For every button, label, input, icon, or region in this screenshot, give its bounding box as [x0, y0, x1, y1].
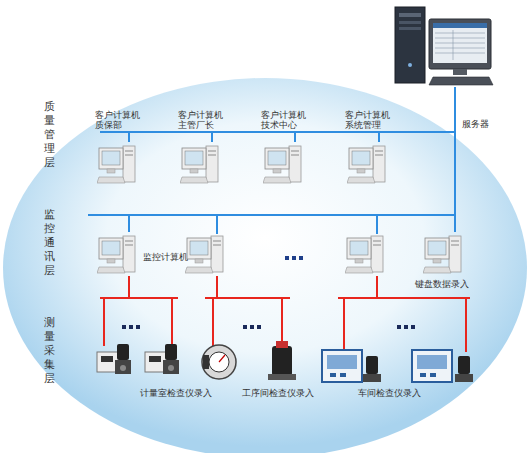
client-computer: 客户计算机 技术中心 — [263, 142, 303, 186]
node-label: 工序间检查仪录入 — [242, 388, 314, 398]
data-entry-computer: 键盘数据录入 — [423, 232, 463, 276]
client-computer: 客户计算机 质保部 — [97, 142, 137, 186]
instrument-group: 车间检查仪录入 — [320, 298, 485, 400]
server-computer: 服务器 — [393, 5, 495, 87]
layer-label: 监控通讯层 — [44, 208, 56, 278]
bus-connector — [295, 87, 455, 142]
client-computer-icon — [347, 142, 387, 186]
bus-connector — [379, 87, 455, 142]
node-label: 监控计算机 — [143, 252, 188, 262]
client-computer-icon — [180, 142, 220, 186]
client-computer: 客户计算机 主管厂长 — [180, 142, 220, 186]
node-label: 键盘数据录入 — [415, 279, 469, 289]
node-label: 客户计算机 主管厂长 — [178, 110, 238, 130]
bus-connector — [128, 276, 130, 298]
client-computer-icon — [263, 142, 303, 186]
server-computer-icon — [393, 5, 495, 87]
client-computer: 客户计算机 系统管理 — [347, 142, 387, 186]
layer-label: 测量采集层 — [44, 316, 56, 386]
node-label: 客户计算机 质保部 — [95, 110, 155, 130]
node-label: 客户计算机 技术中心 — [261, 110, 321, 130]
bus-connector — [212, 87, 455, 142]
bus-connector — [129, 87, 455, 142]
monitor-computer-icon — [97, 232, 137, 276]
node-label: 车间检查仪录入 — [358, 388, 421, 398]
instrument-group: 工序间检查仪录入 — [195, 298, 300, 400]
instrument-group: 计量室检查仪录入 — [95, 298, 185, 400]
data-entry-computer-icon — [423, 232, 463, 276]
bus-connector — [454, 87, 456, 232]
monitor-computer: 监控计算机 — [97, 232, 137, 276]
bus-connector — [129, 87, 455, 232]
layer-label: 质量管理层 — [44, 100, 56, 170]
node-label: 客户计算机 系统管理 — [345, 110, 405, 130]
node-label: 计量室检查仪录入 — [140, 388, 212, 398]
node-label: 服务器 — [462, 119, 489, 129]
client-computer-icon — [97, 142, 137, 186]
